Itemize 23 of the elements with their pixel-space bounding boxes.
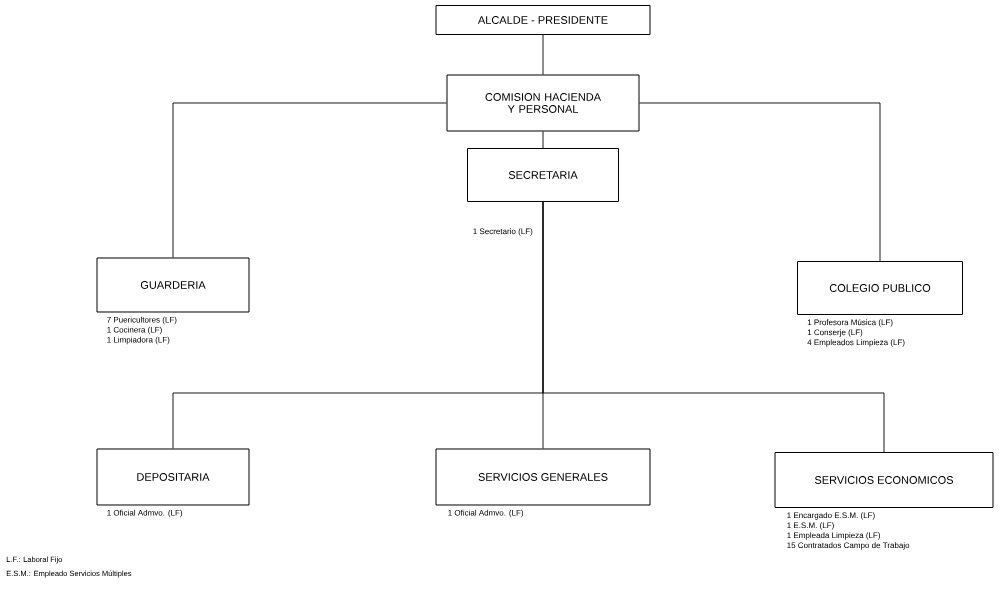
org-box: COLEGIO PUBLICO	[797, 261, 963, 315]
org-box: SERVICIOS ECONOMICOS	[774, 452, 994, 508]
node-label: 1 Empleada Limpieza (LF)	[787, 532, 880, 540]
staff-list: 1 Secretario (LF)	[473, 228, 533, 236]
org-box: COMISION HACIENDA Y PERSONAL	[446, 74, 640, 132]
org-box: DEPOSITARIA	[96, 448, 250, 506]
node-label: 1 Encargado E.S.M. (LF)	[787, 512, 875, 520]
staff-list: 1 Oficial Admvo. (LF)	[107, 509, 183, 518]
staff-list: 1 Encargado E.S.M. (LF) 1 E.S.M. (LF) 1 Empleada Limpieza (LF) 15 Contratados Campo de Trabajo	[787, 512, 910, 550]
connector-line	[542, 131, 544, 149]
org-box: SECRETARIA	[467, 148, 619, 202]
staff-list: 1 Profesora Música (LF) 1 Conserje (LF) 4 Empleados Limpieza (LF)	[807, 319, 905, 347]
node-label: 15 Contratados Campo de Trabajo	[787, 542, 910, 550]
connector-line	[639, 102, 881, 262]
staff-list: 1 Oficial Admvo. (LF)	[448, 509, 524, 518]
org-box: ALCALDE - PRESIDENTE	[435, 5, 651, 35]
org-box: SERVICIOS GENERALES	[435, 448, 651, 506]
connector-line	[172, 102, 447, 258]
connector-line	[542, 34, 544, 75]
org-box: GUARDERIA	[96, 257, 250, 313]
node-label: 1 E.S.M. (LF)	[787, 522, 834, 530]
connector-line	[542, 201, 885, 453]
staff-list: 7 Puericultores (LF) 1 Cocinera (LF) 1 Limpiadora (LF)	[107, 316, 177, 345]
